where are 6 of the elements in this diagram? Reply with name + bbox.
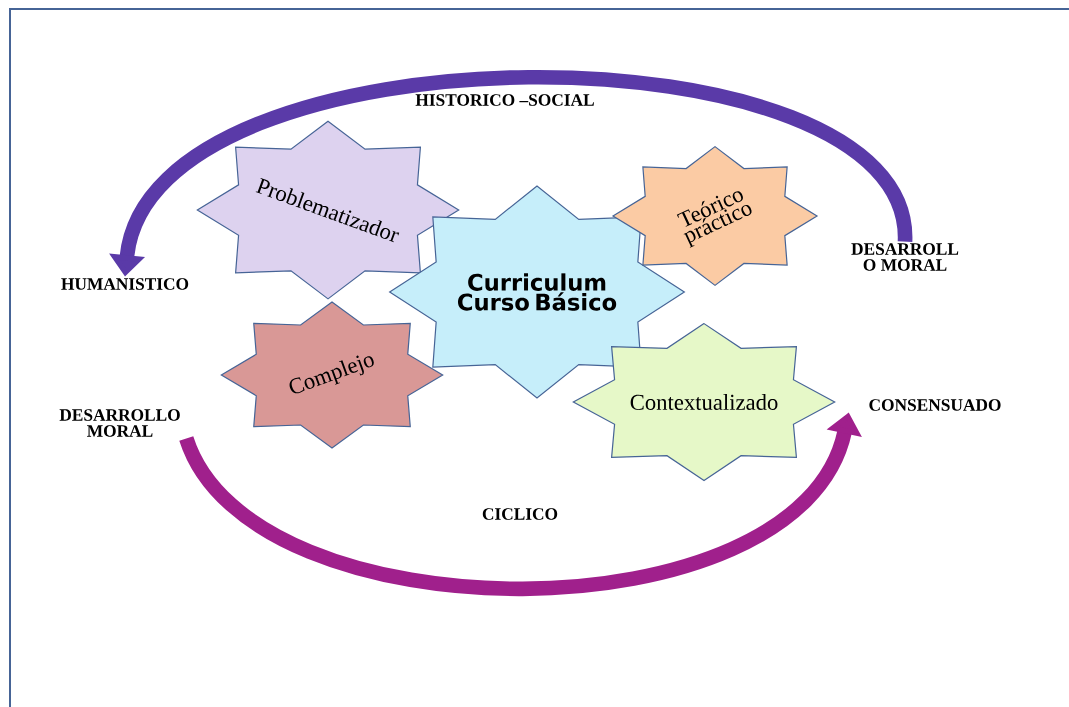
category-label: HUMANISTICO (61, 278, 189, 290)
category-label: DESARROLL O MORAL (851, 243, 959, 271)
category-label: CONSENSUADO (869, 399, 1001, 411)
arc-label: HISTORICO –SOCIAL (415, 94, 594, 106)
arc-label: CICLICO (482, 508, 558, 520)
category-label: DESARROLLO MORAL (59, 409, 180, 437)
